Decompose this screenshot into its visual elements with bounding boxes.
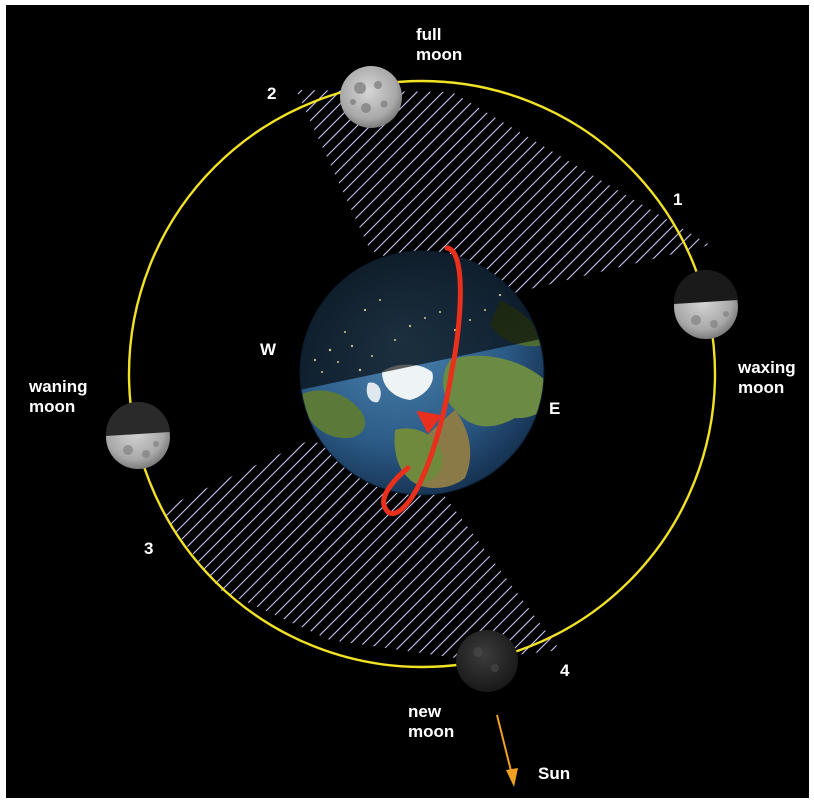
hatch-line bbox=[296, 90, 378, 300]
hatch-line bbox=[362, 440, 560, 660]
label-new-moon: new moon bbox=[408, 702, 454, 742]
label-sun: Sun bbox=[538, 764, 571, 783]
sun-direction-arrow-icon bbox=[496, 714, 518, 787]
hatch-line bbox=[440, 440, 560, 660]
label-waxing-moon-line2: moon bbox=[738, 378, 785, 397]
hatch-line bbox=[160, 440, 344, 660]
hatch-line bbox=[160, 440, 318, 660]
waning-moon-icon bbox=[105, 401, 170, 469]
rotation-arrow-icon bbox=[381, 245, 463, 516]
label-west: W bbox=[260, 340, 277, 359]
label-full-moon-line2: moon bbox=[416, 45, 463, 64]
waxing-moon-icon bbox=[673, 269, 738, 339]
hatch-line bbox=[296, 90, 482, 300]
label-position-2: 2 bbox=[267, 84, 277, 103]
hatch-line bbox=[453, 440, 560, 660]
label-new-moon-line1: new bbox=[408, 702, 442, 721]
label-new-moon-line2: moon bbox=[408, 722, 455, 741]
label-waxing-moon-line1: waxing bbox=[738, 358, 796, 377]
earth-globe-icon bbox=[299, 250, 545, 496]
hatch-line bbox=[296, 90, 469, 300]
label-waning-moon-line1: waning bbox=[29, 377, 88, 396]
hatch-line bbox=[160, 440, 331, 660]
label-position-3: 3 bbox=[144, 539, 154, 558]
hatch-line bbox=[479, 440, 560, 660]
label-position-1: 1 bbox=[673, 190, 683, 209]
hatch-line bbox=[492, 440, 560, 660]
label-east: E bbox=[549, 399, 561, 418]
hatch-line bbox=[296, 90, 365, 300]
label-position-4: 4 bbox=[560, 661, 570, 680]
label-waxing-moon: waxing moon bbox=[738, 358, 796, 398]
label-waning-moon: waning moon bbox=[29, 377, 88, 417]
label-waning-moon-line2: moon bbox=[29, 397, 76, 416]
label-full-moon-line1: full bbox=[416, 25, 442, 44]
new-moon-icon bbox=[456, 630, 518, 692]
moon-orbit bbox=[127, 79, 717, 669]
hatch-line bbox=[296, 90, 352, 300]
hatch-line bbox=[160, 440, 357, 660]
label-full-moon: full moon bbox=[416, 25, 462, 65]
hatch-line bbox=[466, 440, 560, 660]
full-moon-icon bbox=[340, 66, 402, 128]
